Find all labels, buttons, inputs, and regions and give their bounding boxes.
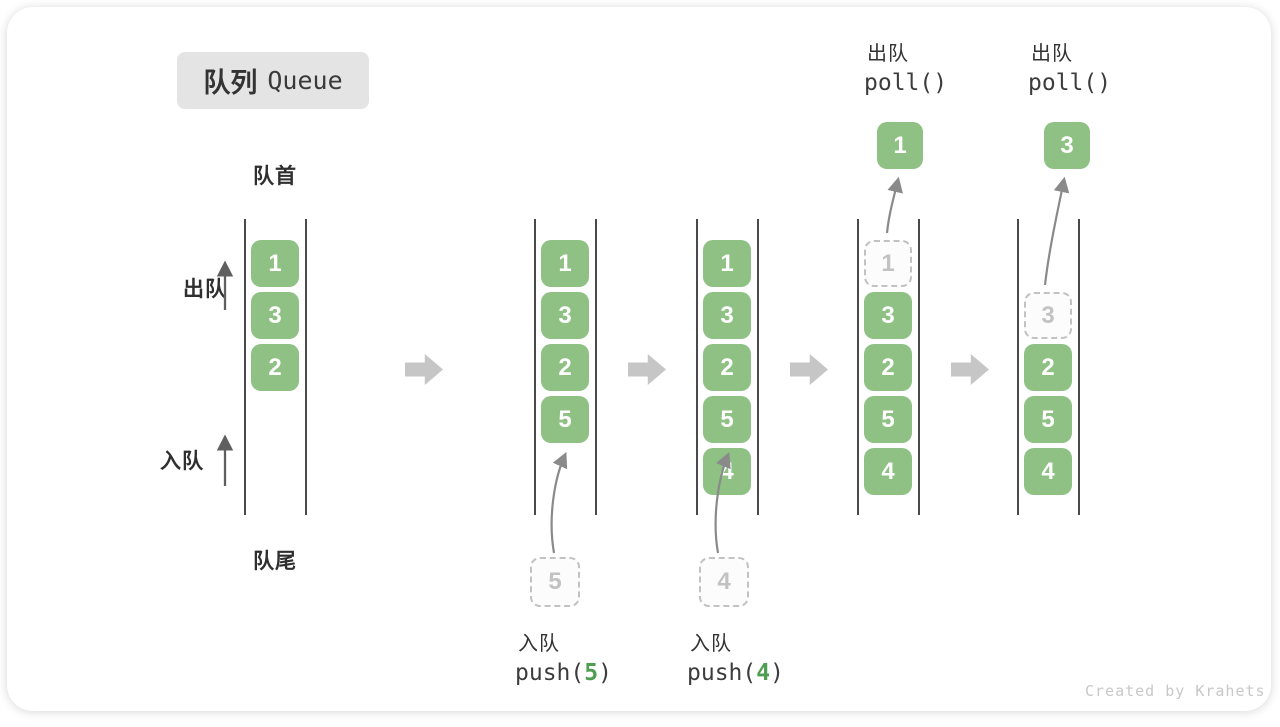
- title-en: Queue: [267, 66, 343, 95]
- queue-wall-line: [857, 219, 859, 515]
- queue-item-box: 5: [1024, 396, 1072, 443]
- stage-transition-arrow-icon: [628, 353, 666, 386]
- push-code-label: push(5): [515, 660, 612, 686]
- push-code-pre: push(: [515, 660, 585, 686]
- incoming-item-box: 4: [699, 557, 749, 607]
- queue-item-box: 1: [251, 240, 299, 287]
- push-code-post: ): [598, 660, 612, 686]
- queue-item-box: 3: [251, 292, 299, 339]
- queue-wall-line: [1078, 219, 1080, 515]
- push-code-label: push(4): [687, 660, 784, 686]
- enqueue-curve-arrow-icon: [550, 451, 568, 554]
- queue-wall-line: [244, 219, 246, 515]
- title-badge: 队列 Queue: [177, 52, 369, 109]
- push-code-arg: 4: [756, 660, 771, 686]
- queue-item-box: 1: [703, 240, 751, 287]
- queue-wall-line: [918, 219, 920, 515]
- queue-wall-line: [595, 219, 597, 515]
- queue-wall-line: [1017, 219, 1019, 515]
- queue-rear-label: 队尾: [253, 550, 297, 573]
- queue-wall-line: [534, 219, 536, 515]
- queue-item-box: 5: [541, 396, 589, 443]
- stage-transition-arrow-icon: [951, 353, 989, 386]
- queue-item-box: 5: [864, 396, 912, 443]
- push-code-post: ): [770, 660, 784, 686]
- poll-code-label: poll(): [864, 70, 948, 96]
- polled-item-box: 1: [877, 122, 923, 169]
- queue-item-box: 3: [703, 292, 751, 339]
- queue-wall-line: [696, 219, 698, 515]
- queue-item-box: 4: [703, 448, 751, 495]
- dequeue-side-label: 出队: [183, 278, 227, 301]
- queue-item-box: 4: [1024, 448, 1072, 495]
- incoming-item-box: 5: [530, 557, 580, 607]
- title-zh: 队列: [203, 68, 258, 98]
- stage-transition-arrow-icon: [405, 353, 443, 386]
- queue-front-label: 队首: [253, 165, 297, 188]
- enqueue-op-label: 入队: [518, 633, 560, 655]
- dequeue-op-label: 出队: [1031, 43, 1073, 65]
- queue-wall-line: [757, 219, 759, 515]
- queue-item-box: 3: [864, 292, 912, 339]
- polled-item-box: 3: [1044, 122, 1090, 169]
- queue-item-box: 2: [864, 344, 912, 391]
- enqueue-side-label: 入队: [160, 450, 204, 473]
- queue-item-box: 2: [251, 344, 299, 391]
- push-code-arg: 5: [584, 660, 599, 686]
- queue-item-box: 4: [864, 448, 912, 495]
- push-code-pre: push(: [687, 660, 757, 686]
- queue-item-box: 2: [1024, 344, 1072, 391]
- diagram-canvas: 队列 Queue 队首 队尾 出队 入队 1 3 2 1 3 2 5 5 入队 …: [7, 7, 1271, 711]
- queue-item-box: 5: [703, 396, 751, 443]
- dequeue-op-label: 出队: [867, 43, 909, 65]
- queue-wall-line: [305, 219, 307, 515]
- queue-item-placeholder: 3: [1024, 292, 1072, 339]
- queue-item-box: 3: [541, 292, 589, 339]
- dequeue-curve-arrow-icon: [885, 176, 903, 234]
- stage-transition-arrow-icon: [790, 353, 828, 386]
- queue-item-box: 2: [541, 344, 589, 391]
- queue-item-placeholder: 1: [864, 240, 912, 287]
- dequeue-curve-arrow-icon: [1043, 176, 1070, 286]
- poll-code-label: poll(): [1028, 70, 1112, 96]
- enqueue-op-label: 入队: [690, 633, 732, 655]
- queue-item-box: 1: [541, 240, 589, 287]
- queue-item-box: 2: [703, 344, 751, 391]
- watermark: Created by Krahets: [1085, 682, 1266, 700]
